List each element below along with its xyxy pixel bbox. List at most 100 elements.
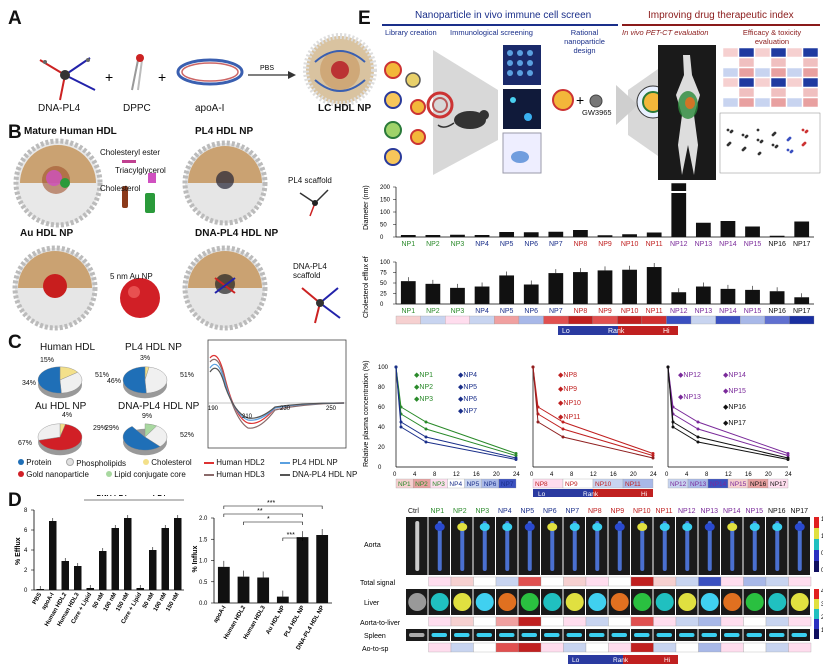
pie-pct-pl4-1: 46% xyxy=(107,378,122,385)
efflux-bar xyxy=(161,528,169,590)
influx-tick-label: 2.0 xyxy=(199,516,208,522)
aorta-liver-cell xyxy=(765,616,789,627)
pk-legend-np7: ◆NP7 xyxy=(458,408,477,415)
b-title-au: Au HDL NP xyxy=(20,228,74,239)
pie-title-dna-pl4: DNA-PL4 HDL NP xyxy=(118,401,200,412)
np-label: NP4 xyxy=(475,241,489,248)
spleen-signal xyxy=(409,633,425,637)
tick-label: 150 xyxy=(380,198,391,204)
liver-signal xyxy=(633,593,652,611)
organ-col-np7: NP7 xyxy=(566,508,580,515)
scatter-point xyxy=(771,133,775,137)
pk-point xyxy=(651,452,655,455)
rank-label: Rank xyxy=(608,328,625,335)
pk-rank-hi-label: Hi xyxy=(641,491,647,497)
aorta-liver-cell xyxy=(450,616,474,627)
rank-gradient-hi xyxy=(618,326,678,335)
arrow-label: PBS xyxy=(260,65,274,72)
pk-curve xyxy=(532,366,654,459)
liver-scale-block xyxy=(814,609,819,619)
svg-text:+: + xyxy=(576,92,584,108)
pk-x-tick: 8 xyxy=(433,472,437,478)
np-label: NP1 xyxy=(401,241,415,248)
rank-cell xyxy=(690,315,716,325)
microscopy-image xyxy=(503,89,541,129)
heatmap-cell xyxy=(738,67,755,78)
aorta-signal xyxy=(482,521,487,571)
panel-d-label: D xyxy=(8,490,22,511)
legend-hdl3: Human HDL3 xyxy=(204,470,265,479)
rank-cell xyxy=(395,315,421,325)
triacylglycerol-icon xyxy=(148,173,156,183)
pk-point xyxy=(786,452,790,455)
legend-phospholipids: Phospholipids xyxy=(66,458,126,468)
aorta-hotspot xyxy=(772,523,783,531)
spleen-signal xyxy=(611,633,627,637)
pk-tick-label: 80 xyxy=(378,385,385,391)
pk-point xyxy=(561,420,565,424)
efflux-bar xyxy=(61,561,69,590)
rank-cell xyxy=(666,315,692,325)
pk-rank-np: NP14 xyxy=(710,481,727,488)
aorta-liver-cell xyxy=(788,616,812,627)
efflux-tick-label: 4 xyxy=(24,548,28,554)
scatter-point xyxy=(756,128,760,132)
pk-rank-hi xyxy=(593,489,653,497)
aorta-signal xyxy=(550,521,555,571)
heatmap-cell xyxy=(722,57,739,68)
np-label: NP16 xyxy=(768,308,786,315)
pie-pct-pl4-0: 3% xyxy=(140,355,151,362)
b-title-human-hdl: Mature Human HDL xyxy=(24,126,117,137)
rank-cell xyxy=(592,315,618,325)
heatmap-cell xyxy=(722,67,739,78)
total-signal-cell xyxy=(495,576,519,587)
ao-sp-cell xyxy=(788,642,812,653)
ao-sp-cell xyxy=(630,642,654,653)
pk-point xyxy=(696,427,700,431)
organ-col-np15: NP15 xyxy=(746,508,764,515)
np-label: NP12 xyxy=(670,308,688,315)
total-signal-cell xyxy=(698,576,722,587)
rank-hi-label: Hi xyxy=(663,328,670,335)
heatmap-cell xyxy=(754,87,771,98)
np-bar xyxy=(523,284,539,304)
pk-rank-label: Rank xyxy=(583,491,599,497)
spleen-signal xyxy=(476,633,492,637)
np-bar xyxy=(646,267,662,304)
efflux-tick-label: 8 xyxy=(24,508,28,514)
pie-slice xyxy=(144,425,168,447)
liver-signal xyxy=(543,593,562,611)
np-bar xyxy=(450,234,465,237)
aorta-liver-cell xyxy=(698,616,722,627)
organ-col-np2: NP2 xyxy=(453,508,467,515)
legend-protein: Protein xyxy=(18,458,52,467)
organ-rank-label: Rank xyxy=(613,657,629,664)
efflux-bar xyxy=(86,588,94,590)
scatter-point xyxy=(786,148,790,152)
pk-rank-np: NP10 xyxy=(595,481,612,488)
aorta-scale-label: 0.6 xyxy=(821,551,823,557)
pie-pct-au-2: 29% xyxy=(93,425,108,432)
sig-label: *** xyxy=(267,500,275,507)
scatter-point xyxy=(729,130,733,134)
aorta-hotspot xyxy=(794,523,805,531)
liver-signal xyxy=(430,593,449,611)
pk-legend-np12: ◆NP12 xyxy=(678,372,701,379)
np-bar xyxy=(622,269,637,304)
aorta-scale-label: 0.2 xyxy=(821,568,823,574)
heatmap-cell xyxy=(786,97,803,108)
aorta-scale-block xyxy=(814,539,819,550)
influx-bar xyxy=(217,566,230,603)
heatmap-cell xyxy=(786,77,803,88)
pk-x-tick: 0 xyxy=(393,472,397,478)
pk-x-tick: 20 xyxy=(493,472,500,478)
library-nanoparticles xyxy=(384,61,454,166)
spleen-signal xyxy=(521,633,537,637)
influx-tick-label: 0.5 xyxy=(199,580,208,586)
np-label: NP9 xyxy=(598,241,612,248)
np-label: NP7 xyxy=(549,241,563,248)
pk-point xyxy=(424,427,428,431)
aorta-liver-cell xyxy=(563,616,587,627)
organ-col-np13: NP13 xyxy=(701,508,719,515)
